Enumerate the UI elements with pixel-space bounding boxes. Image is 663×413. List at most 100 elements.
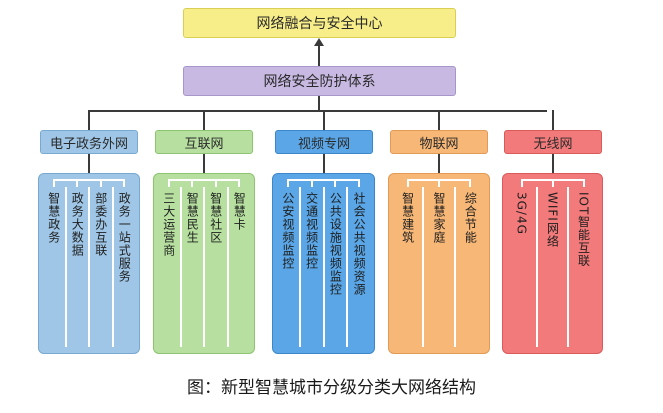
panel-divider-1-2 bbox=[203, 187, 205, 347]
panel-divider-4-2 bbox=[567, 187, 569, 347]
item-label-0-0: 智慧政务 bbox=[46, 192, 61, 244]
category-box-2: 视频专网 bbox=[275, 130, 373, 154]
category-label-0: 电子政务外网 bbox=[49, 136, 128, 152]
item-1-3: 智慧卡 bbox=[228, 192, 250, 231]
top-box-label: 网络融合与安全中心 bbox=[256, 16, 383, 32]
connector-to-category-4 bbox=[552, 110, 554, 130]
panel-divider-0-1 bbox=[64, 187, 67, 347]
item-label-4-2: IOT智能互联 bbox=[576, 192, 591, 268]
item-0-2: 部委办互联 bbox=[90, 192, 112, 257]
category-panel-4 bbox=[502, 173, 603, 354]
connector-category-panel-3 bbox=[438, 154, 440, 173]
connector-to-category-3 bbox=[438, 110, 440, 130]
item-label-2-3: 社会公共视频资源 bbox=[352, 192, 367, 296]
connector-top-mid bbox=[318, 44, 320, 66]
item-label-1-0: 三大运营商 bbox=[161, 192, 176, 257]
category-box-1: 互联网 bbox=[155, 130, 253, 154]
panel-divider-2-3 bbox=[346, 187, 349, 347]
item-label-0-3: 政务一站式服务 bbox=[117, 192, 132, 283]
item-label-2-0: 公安视频监控 bbox=[280, 192, 295, 270]
item-2-1: 交通视频监控 bbox=[301, 192, 323, 270]
panel-tick-0-3 bbox=[123, 179, 126, 187]
network-fusion-security-center-box: 网络融合与安全中心 bbox=[183, 8, 456, 38]
panel-divider-0-3 bbox=[111, 187, 114, 347]
panel-tick-3-0 bbox=[406, 179, 409, 187]
panel-divider-2-1 bbox=[298, 187, 301, 347]
panel-bus-1 bbox=[168, 179, 240, 181]
item-2-2: 公共设施视频监控 bbox=[324, 192, 346, 296]
item-label-4-0: 3G/4G bbox=[514, 192, 529, 235]
panel-tick-3-1 bbox=[438, 179, 440, 187]
item-1-0: 三大运营商 bbox=[158, 192, 180, 257]
category-panel-3 bbox=[388, 173, 490, 354]
connector-category-panel-2 bbox=[323, 154, 325, 173]
panel-divider-0-2 bbox=[88, 187, 90, 347]
item-label-1-2: 智慧社区 bbox=[208, 192, 223, 244]
panel-tick-1-0 bbox=[167, 179, 170, 187]
panel-divider-1-3 bbox=[226, 187, 229, 347]
category-box-4: 无线网 bbox=[504, 130, 602, 154]
panel-tick-0-1 bbox=[76, 179, 79, 187]
panel-tick-2-0 bbox=[286, 179, 289, 187]
panel-divider-2-2 bbox=[322, 187, 325, 347]
connector-to-category-1 bbox=[203, 110, 205, 130]
panel-tick-4-0 bbox=[520, 179, 523, 187]
panel-divider-3-1 bbox=[422, 187, 425, 347]
category-label-1: 互联网 bbox=[184, 136, 224, 152]
item-3-0: 智慧建筑 bbox=[397, 192, 419, 244]
item-label-3-1: 智慧家庭 bbox=[432, 192, 446, 244]
panel-tick-1-3 bbox=[238, 179, 241, 187]
item-label-0-1: 政务大数据 bbox=[70, 192, 85, 257]
connector-category-panel-1 bbox=[203, 154, 205, 173]
item-label-4-1: WIFI网络 bbox=[545, 192, 560, 248]
panel-bus-0 bbox=[53, 179, 125, 181]
item-label-2-2: 公共设施视频监控 bbox=[328, 192, 343, 296]
item-0-3: 政务一站式服务 bbox=[113, 192, 135, 283]
panel-divider-1-1 bbox=[179, 187, 182, 347]
panel-tick-4-2 bbox=[582, 179, 585, 187]
panel-tick-0-2 bbox=[99, 179, 102, 187]
item-2-0: 公安视频监控 bbox=[277, 192, 299, 270]
category-box-3: 物联网 bbox=[390, 130, 488, 154]
panel-tick-2-2 bbox=[334, 179, 337, 187]
connector-category-panel-0 bbox=[88, 154, 90, 173]
item-2-3: 社会公共视频资源 bbox=[348, 192, 370, 296]
panel-tick-2-3 bbox=[358, 179, 361, 187]
category-label-2: 视频专网 bbox=[297, 136, 350, 152]
arrow-up-to-top bbox=[314, 38, 324, 46]
panel-tick-1-2 bbox=[214, 179, 217, 187]
item-label-1-1: 智慧民生 bbox=[185, 192, 200, 244]
category-box-0: 电子政务外网 bbox=[40, 130, 138, 154]
connector-to-category-0 bbox=[88, 110, 90, 130]
panel-divider-3-2 bbox=[453, 187, 456, 347]
connector-to-category-2 bbox=[323, 110, 325, 130]
panel-tick-3-2 bbox=[469, 179, 472, 187]
item-0-0: 智慧政务 bbox=[43, 192, 65, 244]
connector-horizontal-bus bbox=[89, 110, 547, 112]
item-1-1: 智慧民生 bbox=[181, 192, 203, 244]
item-label-3-2: 综合节能 bbox=[463, 192, 478, 244]
mid-box-label: 网络安全防护体系 bbox=[263, 74, 376, 90]
item-3-1: 智慧家庭 bbox=[428, 192, 450, 244]
item-0-1: 政务大数据 bbox=[66, 192, 88, 257]
item-label-1-3: 智慧卡 bbox=[232, 192, 247, 231]
category-label-3: 物联网 bbox=[419, 136, 459, 152]
figure-caption: 图：新型智慧城市分级分类大网络结构 bbox=[187, 378, 476, 398]
panel-bus-2 bbox=[287, 179, 360, 181]
item-4-0: 3G/4G bbox=[511, 192, 533, 235]
item-label-2-1: 交通视频监控 bbox=[304, 192, 319, 270]
item-4-2: IOT智能互联 bbox=[573, 192, 595, 267]
item-label-3-0: 智慧建筑 bbox=[400, 192, 415, 244]
panel-tick-0-0 bbox=[52, 179, 55, 187]
category-label-4: 无线网 bbox=[533, 136, 573, 152]
item-4-1: WIFI网络 bbox=[542, 192, 564, 248]
panel-tick-4-1 bbox=[551, 179, 554, 187]
panel-tick-1-1 bbox=[191, 179, 194, 187]
network-security-protection-box: 网络安全防护体系 bbox=[183, 66, 456, 96]
connector-mid-down bbox=[318, 96, 320, 111]
panel-tick-2-1 bbox=[310, 179, 313, 187]
item-label-0-2: 部委办互联 bbox=[93, 192, 108, 257]
panel-divider-4-1 bbox=[536, 187, 538, 347]
item-1-2: 智慧社区 bbox=[205, 192, 227, 244]
connector-category-panel-4 bbox=[552, 154, 554, 173]
